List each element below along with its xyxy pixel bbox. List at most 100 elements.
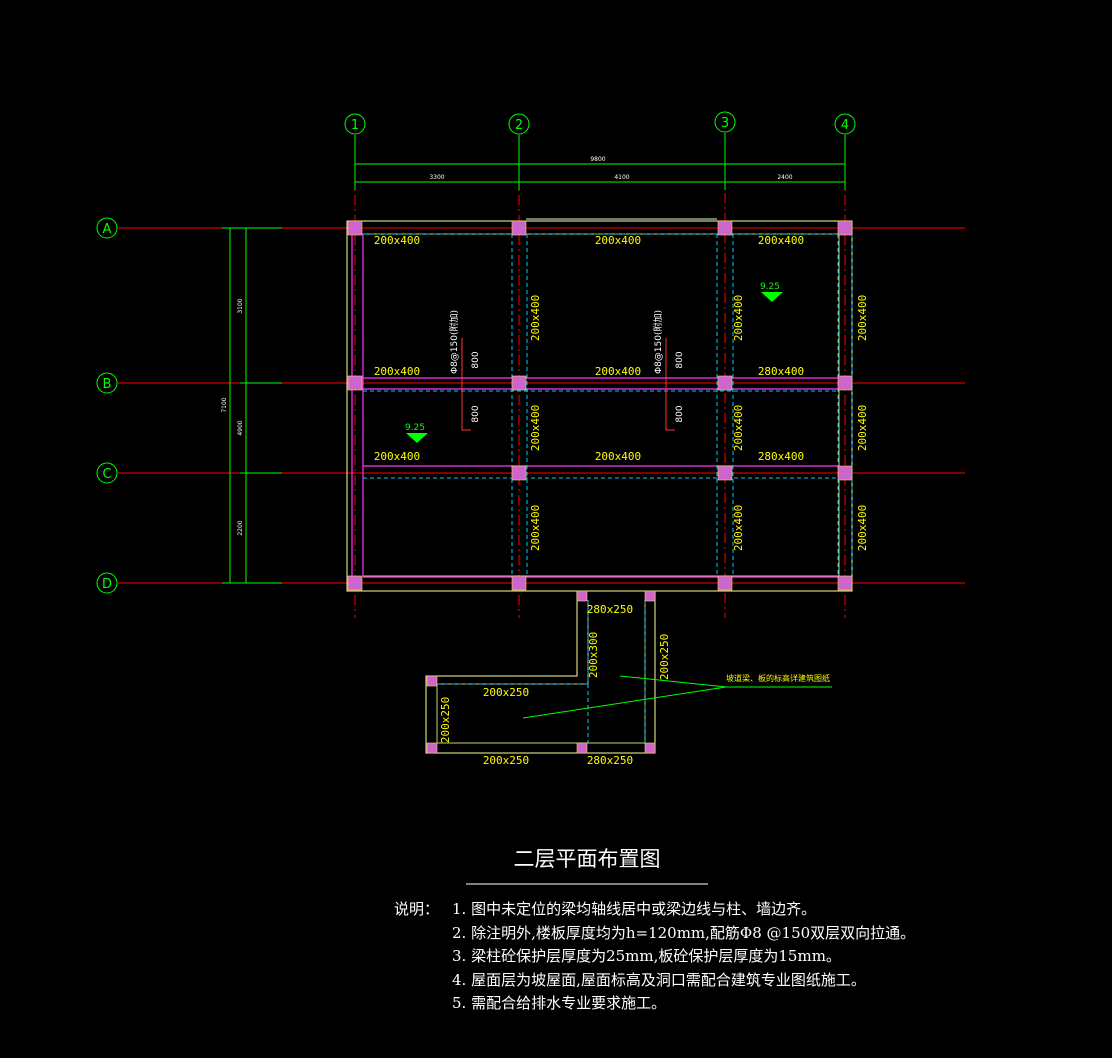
beam-label-2cd: 200x400 <box>529 505 542 551</box>
axis-label-3: 3 <box>721 116 729 131</box>
ramp-column-4 <box>644 742 656 754</box>
note-row: 说明： 1. 图中未定位的梁均轴线居中或梁边线与柱、墙边齐。 <box>394 898 915 922</box>
notes-block: 说明： 1. 图中未定位的梁均轴线居中或梁边线与柱、墙边齐。 2. 除注明外,楼… <box>394 898 915 1016</box>
ramp-label-bottom-left: 200x250 <box>483 754 529 767</box>
ramp-column-2 <box>426 742 438 754</box>
rebar-texts: Φ8@150(附加) Φ8@150(附加) 800 800 800 800 <box>448 310 685 423</box>
note-item-5: 5. 需配合给排水专业要求施工。 <box>452 994 667 1012</box>
axis-label-c: C <box>102 467 111 482</box>
note-row: 5. 需配合给排水专业要求施工。 <box>394 992 915 1016</box>
beam-label-3cd: 200x400 <box>732 505 745 551</box>
rebar-len-1a: 800 <box>471 351 481 368</box>
column-d1 <box>347 575 363 591</box>
ramp-columns <box>426 590 656 754</box>
note-item-4: 4. 屋面层为坡屋面,屋面标高及洞口需配合建筑专业图纸施工。 <box>452 970 866 989</box>
elevation-triangle-1 <box>761 292 783 302</box>
column-b2 <box>511 375 527 391</box>
beam-label-b23: 200x400 <box>595 365 641 378</box>
hidden-beam-lines <box>363 233 853 576</box>
axis-labels: 1 2 3 4 A B C D <box>102 116 849 592</box>
rebar-len-2a: 800 <box>675 351 685 368</box>
elevation-triangle-2 <box>406 433 428 443</box>
axis-bubble-3 <box>714 111 736 133</box>
slab-outer-edge <box>346 220 853 592</box>
column-a4 <box>837 220 853 236</box>
ramp-column-5 <box>576 590 588 602</box>
beam-label-c34: 280x400 <box>758 450 804 463</box>
callout-lines <box>522 675 832 719</box>
beam-label-b12: 200x400 <box>374 365 420 378</box>
beam-label-2bc: 200x400 <box>529 405 542 451</box>
beam-label-3ab: 200x400 <box>732 295 745 341</box>
column-b3 <box>717 375 733 391</box>
beam-label-c12: 200x400 <box>374 450 420 463</box>
beam-label-a12: 200x400 <box>374 234 420 247</box>
ramp-beam-labels: 280x250 200x250 200x250 280x250 200x300 … <box>439 603 671 767</box>
drawing-title: 二层平面布置图 <box>514 847 661 871</box>
note-item-1: 1. 图中未定位的梁均轴线居中或梁边线与柱、墙边齐。 <box>452 900 817 918</box>
axis-bubble-b <box>96 372 118 394</box>
callout-text: 坡道梁、板的标高详建筑图纸 <box>726 673 830 683</box>
dim-span-1: 3300 <box>429 174 444 181</box>
dim-span-2: 4100 <box>614 174 629 181</box>
rebar-spec-2: Φ8@150(附加) <box>652 310 664 374</box>
column-b4 <box>837 375 853 391</box>
beam-label-4cd: 200x400 <box>856 505 869 551</box>
column-a1 <box>347 220 363 236</box>
column-c2 <box>511 465 527 481</box>
elevation-text-1: 9.25 <box>760 282 780 292</box>
beam-label-a34: 200x400 <box>758 234 804 247</box>
beam-label-2ab: 200x400 <box>529 295 542 341</box>
beam-label-3bc: 200x400 <box>732 405 745 451</box>
dim-left-span-1: 3100 <box>237 298 244 313</box>
ramp-column-1 <box>426 675 438 687</box>
column-d3 <box>717 575 733 591</box>
rebar-len-2b: 800 <box>675 405 685 422</box>
ramp-label-top: 280x250 <box>587 603 633 616</box>
axis-bubbles <box>96 111 856 594</box>
ramp-label-bottom-right: 280x250 <box>587 754 633 767</box>
axis-bubble-c <box>96 462 118 484</box>
beam-label-4bc: 200x400 <box>856 405 869 451</box>
beam-label-a23: 200x400 <box>595 234 641 247</box>
columns <box>347 220 853 591</box>
top-dimension-lines <box>354 133 846 190</box>
axis-label-a: A <box>103 222 112 237</box>
note-row: 4. 屋面层为坡屋面,屋面标高及洞口需配合建筑专业图纸施工。 <box>394 969 915 993</box>
axis-label-4: 4 <box>841 118 849 133</box>
axis-bubble-1 <box>344 113 366 135</box>
ramp-hidden-lines <box>437 600 646 743</box>
elevation-markers: 9.25 9.25 <box>405 282 783 443</box>
note-item-2: 2. 除注明外,楼板厚度均为h=120mm,配筋Φ8 @150双层双向拉通。 <box>452 923 916 942</box>
column-d4 <box>837 575 853 591</box>
note-row: 2. 除注明外,楼板厚度均为h=120mm,配筋Φ8 @150双层双向拉通。 <box>394 922 915 946</box>
ramp-label-vertical-left: 200x250 <box>439 697 452 743</box>
left-dimension-lines <box>222 227 282 584</box>
rebar-marks <box>461 338 675 431</box>
dim-overall: 9800 <box>590 156 605 163</box>
axis-label-d: D <box>102 577 112 592</box>
ramp-label-vertical-outer: 200x250 <box>658 634 671 680</box>
axis-bubble-a <box>96 217 118 239</box>
dim-left-span-3: 2200 <box>237 520 244 535</box>
beam-labels-vertical: 200x400 200x400 200x400 200x400 200x400 … <box>529 295 869 551</box>
axis-label-2: 2 <box>515 118 523 133</box>
beam-label-b34: 280x400 <box>758 365 804 378</box>
axis-label-1: 1 <box>351 118 359 133</box>
column-d2 <box>511 575 527 591</box>
note-item-3: 3. 梁柱砼保护层厚度为25mm,板砼保护层厚度为15mm。 <box>452 947 841 965</box>
column-c4 <box>837 465 853 481</box>
beam-label-4ab: 200x400 <box>856 295 869 341</box>
ramp-column-3 <box>576 742 588 754</box>
top-dimension-texts: 9800 3300 4100 2400 <box>429 156 792 181</box>
note-row: 3. 梁柱砼保护层厚度为25mm,板砼保护层厚度为15mm。 <box>394 945 915 969</box>
axis-bubble-4 <box>834 113 856 135</box>
left-dimension-texts: 7100 4900 3100 2200 <box>221 298 244 535</box>
column-b1 <box>347 375 363 391</box>
rebar-len-1b: 800 <box>471 405 481 422</box>
axis-bubble-2 <box>508 113 530 135</box>
axis-bubble-d <box>96 572 118 594</box>
axis-label-b: B <box>103 377 112 392</box>
elevation-text-2: 9.25 <box>405 423 425 433</box>
ramp-column-6 <box>644 590 656 602</box>
